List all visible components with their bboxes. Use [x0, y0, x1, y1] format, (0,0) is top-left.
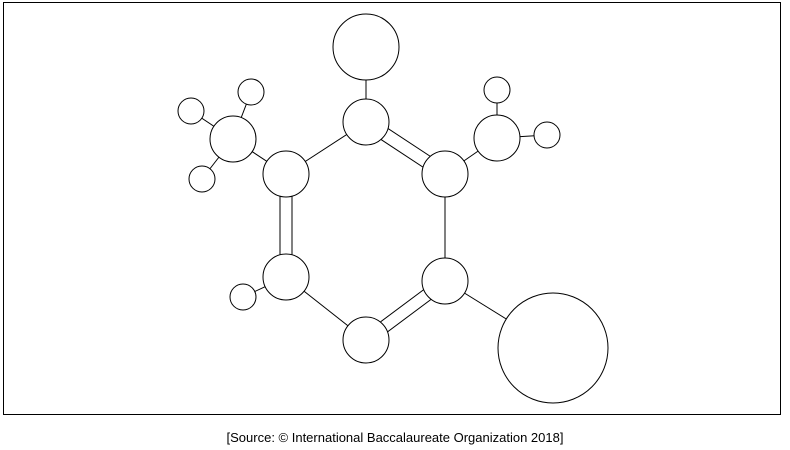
source-caption: [Source: © International Baccalaureate O…: [226, 430, 564, 445]
methyl-carbon-left: [209, 115, 257, 163]
hydrogen-right-2: [533, 121, 561, 149]
molecule-diagram: [177, 13, 609, 404]
ring-atom-3: [262, 253, 310, 301]
ring-atom-5: [421, 257, 469, 305]
atoms: [177, 13, 609, 404]
large-atom-top: [332, 13, 400, 81]
ring-atom-6: [421, 150, 469, 198]
hydrogen-ring: [229, 283, 257, 311]
large-atom-bottom-right: [497, 292, 609, 404]
ring-atom-2: [262, 150, 310, 198]
ring-atom-4: [342, 316, 390, 364]
hydrogen-left-2: [237, 78, 265, 106]
diagram-frame: [3, 2, 781, 415]
methyl-carbon-right: [473, 114, 521, 162]
hydrogen-left-1: [177, 97, 205, 125]
ring-atom-1: [342, 98, 390, 146]
hydrogen-right-1: [483, 76, 511, 104]
hydrogen-left-3: [188, 165, 216, 193]
